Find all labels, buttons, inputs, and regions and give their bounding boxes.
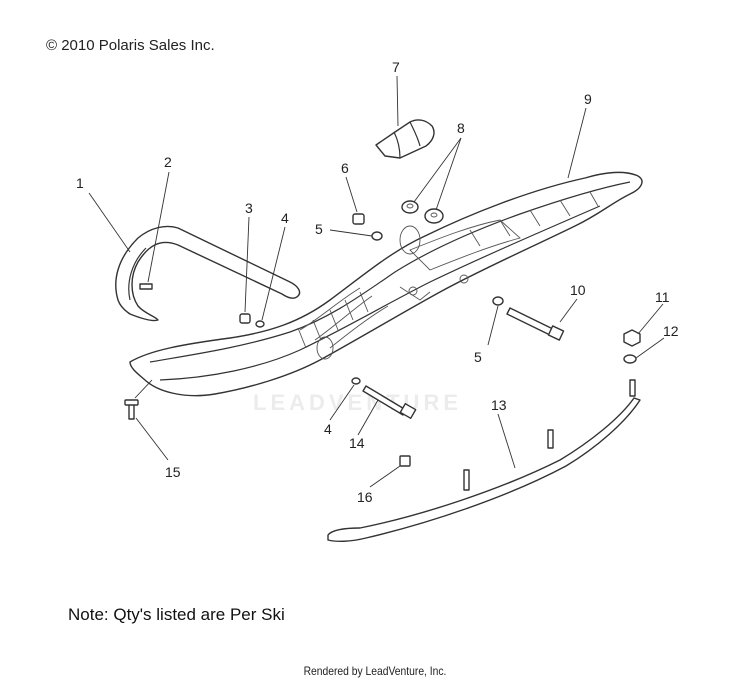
callout-4-lower: 4: [324, 421, 332, 437]
wear-bar-part[interactable]: [327, 379, 641, 543]
bushing-lower-part[interactable]: [424, 208, 444, 224]
washer-5-upper-part[interactable]: [371, 231, 383, 241]
callout-labels: 1 2 3 4 5 6 7 8 9 10 11 12 13 4 5 14 15 …: [76, 59, 679, 505]
callout-5-upper: 5: [315, 221, 323, 237]
ski-body-part[interactable]: [129, 171, 643, 397]
callout-12: 12: [663, 323, 679, 339]
bushing-upper-part[interactable]: [401, 200, 419, 214]
callout-7: 7: [392, 59, 400, 75]
nut-3-part[interactable]: [239, 313, 251, 324]
lock-nut-part[interactable]: [623, 329, 641, 347]
callout-11: 11: [655, 289, 670, 305]
screw-15-part[interactable]: [124, 399, 139, 420]
washer-4-upper-part[interactable]: [255, 320, 265, 328]
bolt-10-part[interactable]: [506, 307, 565, 341]
cushion-block-part[interactable]: [375, 119, 435, 159]
callout-13: 13: [491, 397, 507, 413]
note-text: Note: Qty's listed are Per Ski: [68, 605, 285, 624]
callout-9: 9: [584, 91, 592, 107]
callout-3: 3: [245, 200, 253, 216]
callout-2: 2: [164, 154, 172, 170]
leader-lines: [88, 75, 665, 488]
copyright-text: © 2010 Polaris Sales Inc.: [46, 37, 215, 54]
callout-14: 14: [349, 435, 365, 451]
callout-4-upper: 4: [281, 210, 289, 226]
callout-16: 16: [357, 489, 373, 505]
washer-5-lower-part[interactable]: [492, 296, 504, 306]
washer-12-part[interactable]: [623, 354, 637, 364]
nut-6-part[interactable]: [352, 213, 365, 225]
pin-part[interactable]: [139, 283, 153, 290]
callout-15: 15: [165, 464, 181, 480]
watermark-text: LEADVENTURE: [253, 390, 462, 415]
callout-6: 6: [341, 160, 349, 176]
callout-5-lower: 5: [474, 349, 482, 365]
plug-16-part[interactable]: [399, 455, 411, 467]
bolt-14-part[interactable]: [362, 385, 417, 420]
rendered-by-text: Rendered by LeadVenture, Inc.: [303, 664, 447, 678]
callout-1: 1: [76, 175, 84, 191]
callout-10: 10: [570, 282, 586, 298]
ski-loop-part[interactable]: [115, 225, 301, 322]
washer-4-lower-part[interactable]: [351, 377, 361, 385]
callout-8: 8: [457, 120, 465, 136]
